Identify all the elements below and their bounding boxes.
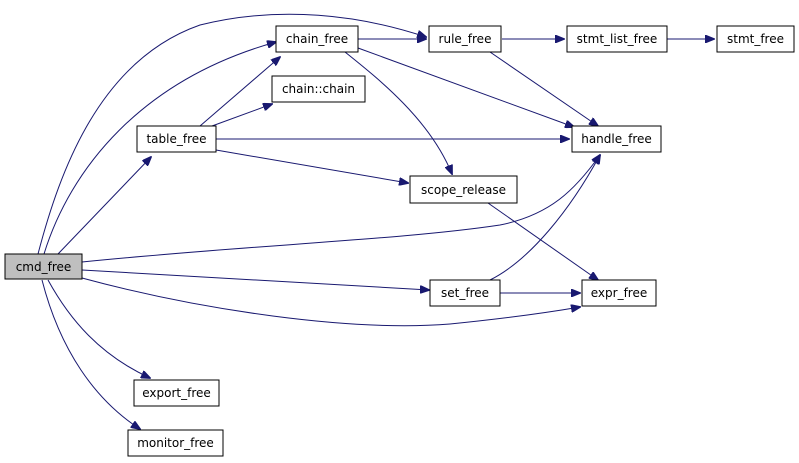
edge-cmd-free-to-handle-free: [81, 155, 600, 263]
svg-text:handle_free: handle_free: [581, 132, 652, 146]
svg-text:chain::chain: chain::chain: [282, 82, 355, 96]
svg-text:export_free: export_free: [142, 386, 211, 400]
svg-text:set_free: set_free: [441, 286, 489, 300]
edge-chain-free-to-handle-free: [357, 47, 574, 127]
edge-cmd-free-to-expr-free: [81, 277, 580, 327]
node-monitor-free[interactable]: monitor_free: [127, 429, 224, 457]
svg-text:expr_free: expr_free: [591, 286, 647, 300]
node-handle-free[interactable]: handle_free: [571, 125, 662, 153]
node-chain-chain[interactable]: chain::chain: [271, 75, 366, 103]
edge-cmd-free-to-table-free: [57, 157, 151, 255]
edge-cmd-free-to-rule-free: [37, 13, 426, 255]
edge-rule-free-to-handle-free: [489, 51, 598, 126]
edge-cmd-free-to-export-free: [47, 279, 150, 378]
edge-table-free-to-chain-free: [199, 57, 280, 127]
edge-set-free-to-handle-free: [489, 155, 600, 281]
edge-chain-free-to-scope-release: [344, 51, 452, 174]
node-table-free[interactable]: table_free: [136, 125, 217, 153]
edge-table-free-to-scope-release: [215, 149, 408, 183]
node-cmd-free[interactable]: cmd_free: [4, 253, 83, 280]
svg-text:table_free: table_free: [146, 132, 206, 146]
edge-cmd-free-to-monitor-free: [41, 279, 140, 429]
node-expr-free[interactable]: expr_free: [581, 279, 657, 307]
edge-table-free-to-chain-chain: [211, 104, 272, 127]
node-stmt-free[interactable]: stmt_free: [716, 25, 795, 53]
svg-text:stmt_list_free: stmt_list_free: [577, 32, 658, 46]
svg-text:chain_free: chain_free: [286, 32, 348, 46]
svg-text:rule_free: rule_free: [439, 32, 492, 46]
svg-text:scope_release: scope_release: [421, 183, 506, 197]
svg-text:cmd_free: cmd_free: [16, 260, 72, 274]
edge-cmd-free-to-set-free: [81, 269, 429, 290]
node-set-free[interactable]: set_free: [429, 279, 501, 307]
edge-scope-release-to-expr-free: [487, 202, 598, 280]
svg-text:stmt_free: stmt_free: [727, 32, 784, 46]
node-scope-release[interactable]: scope_release: [409, 175, 518, 204]
node-chain-free[interactable]: chain_free: [275, 25, 359, 53]
node-export-free[interactable]: export_free: [133, 379, 220, 407]
svg-text:monitor_free: monitor_free: [137, 436, 214, 450]
edge-cmd-free-to-chain-free: [43, 42, 276, 255]
node-rule-free[interactable]: rule_free: [428, 25, 502, 53]
node-stmt-list-free[interactable]: stmt_list_free: [566, 25, 668, 53]
